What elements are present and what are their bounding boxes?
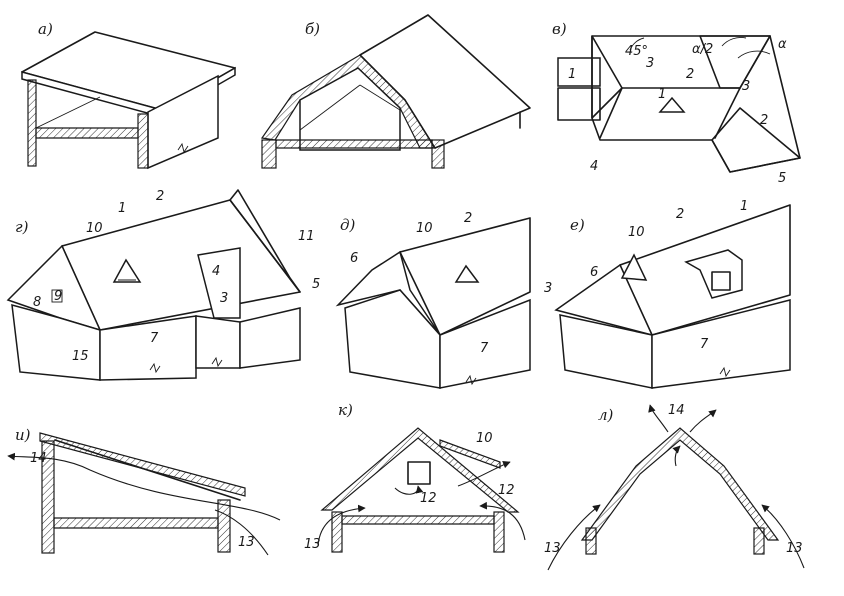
panel-k-section: к) 10 12 12 13 [304, 401, 526, 553]
svg-text:2: 2 [676, 207, 684, 222]
svg-text:4: 4 [590, 159, 598, 174]
panel-i-label: и) [15, 426, 31, 444]
dormer [684, 249, 743, 299]
roof-gable-11 [229, 189, 301, 293]
floor-slab [53, 517, 219, 529]
svg-text:10: 10 [416, 221, 433, 236]
svg-text:3: 3 [742, 79, 750, 94]
svg-text:11: 11 [298, 229, 315, 244]
roof-slab [39, 432, 246, 497]
roof-slope [399, 217, 531, 336]
svg-text:2: 2 [464, 211, 472, 226]
svg-text:2: 2 [760, 113, 768, 128]
svg-text:8: 8 [33, 295, 41, 310]
panel-e-label: е) [570, 216, 585, 234]
front-wall [11, 303, 101, 381]
dormer-vent [658, 96, 686, 113]
svg-text:10: 10 [628, 225, 645, 240]
svg-text:7: 7 [150, 331, 159, 346]
panel-g-label: г) [15, 218, 29, 236]
panel-b-mansard-roof: б) [260, 14, 531, 169]
svg-text:6: 6 [350, 251, 358, 266]
hip-6 [554, 263, 654, 337]
wall-right [217, 499, 231, 553]
panel-k-label: к) [338, 401, 353, 419]
roof-vent-10 [112, 258, 142, 283]
roof-insulated [580, 427, 780, 541]
svg-text:14: 14 [30, 451, 47, 466]
panel-l-section: л) 14 13 13 [544, 403, 805, 571]
panel-a-shed-roof: а) [21, 20, 236, 170]
roof-vent-10 [620, 253, 648, 281]
svg-text:3: 3 [646, 56, 654, 71]
svg-text:3: 3 [544, 281, 552, 296]
panel-i-section: и) 14 13 [7, 426, 281, 556]
svg-text:7: 7 [480, 341, 489, 356]
panel-a-label: а) [38, 20, 53, 38]
svg-text:5: 5 [778, 171, 786, 186]
svg-text:45°: 45° [625, 44, 648, 59]
svg-text:12: 12 [420, 491, 437, 506]
roof-edge [21, 71, 163, 118]
panel-d-label: д) [340, 216, 356, 234]
panel-g-house: г) 1 2 10 11 4 3 5 7 8 9 15 [6, 189, 320, 381]
dormer-4 [197, 247, 241, 319]
svg-text:10: 10 [476, 431, 493, 446]
column-right [137, 113, 149, 169]
svg-text:1: 1 [658, 87, 666, 102]
svg-text:α/2: α/2 [692, 42, 713, 57]
panel-v-label: в) [552, 20, 567, 38]
svg-text:1: 1 [568, 67, 576, 82]
svg-text:2: 2 [686, 67, 694, 82]
svg-text:13: 13 [544, 541, 561, 556]
svg-text:12: 12 [498, 483, 515, 498]
svg-text:1: 1 [740, 199, 748, 214]
svg-text:13: 13 [786, 541, 803, 556]
svg-text:13: 13 [304, 537, 321, 552]
panel-b-label: б) [305, 20, 320, 38]
svg-text:7: 7 [700, 337, 709, 352]
panel-d-house: д) 6 10 2 7 [335, 211, 531, 389]
airflow-arrow [7, 452, 281, 521]
gable-louver-12 [407, 461, 431, 485]
svg-text:14: 14 [668, 403, 685, 418]
window-9 [51, 289, 63, 303]
svg-text:2: 2 [156, 189, 164, 204]
svg-text:6: 6 [590, 265, 598, 280]
svg-text:13: 13 [238, 535, 255, 550]
side-wall [147, 74, 219, 170]
vent-hood-10 [439, 439, 501, 469]
svg-text:α: α [778, 37, 787, 52]
svg-text:4: 4 [212, 264, 220, 279]
column-left [27, 79, 37, 167]
plan-part-1 [557, 57, 601, 87]
svg-text:5: 5 [312, 277, 320, 292]
panel-l-label: л) [598, 406, 614, 424]
svg-text:15: 15 [72, 349, 89, 364]
svg-text:3: 3 [220, 291, 228, 306]
roof-vent-10 [454, 264, 480, 283]
plan-hip-5 [711, 107, 801, 173]
panel-v-roof-plan: в) 1 45° 3 1 2 α/2 α 3 2 4 5 [552, 20, 801, 186]
panel-e-house: е) 3 6 10 2 1 7 [544, 199, 791, 389]
svg-text:10: 10 [86, 221, 103, 236]
svg-text:9: 9 [54, 289, 62, 304]
wall-left [41, 440, 55, 554]
svg-text:1: 1 [118, 201, 126, 216]
main-roof [61, 199, 301, 331]
floor-slab [35, 127, 139, 139]
